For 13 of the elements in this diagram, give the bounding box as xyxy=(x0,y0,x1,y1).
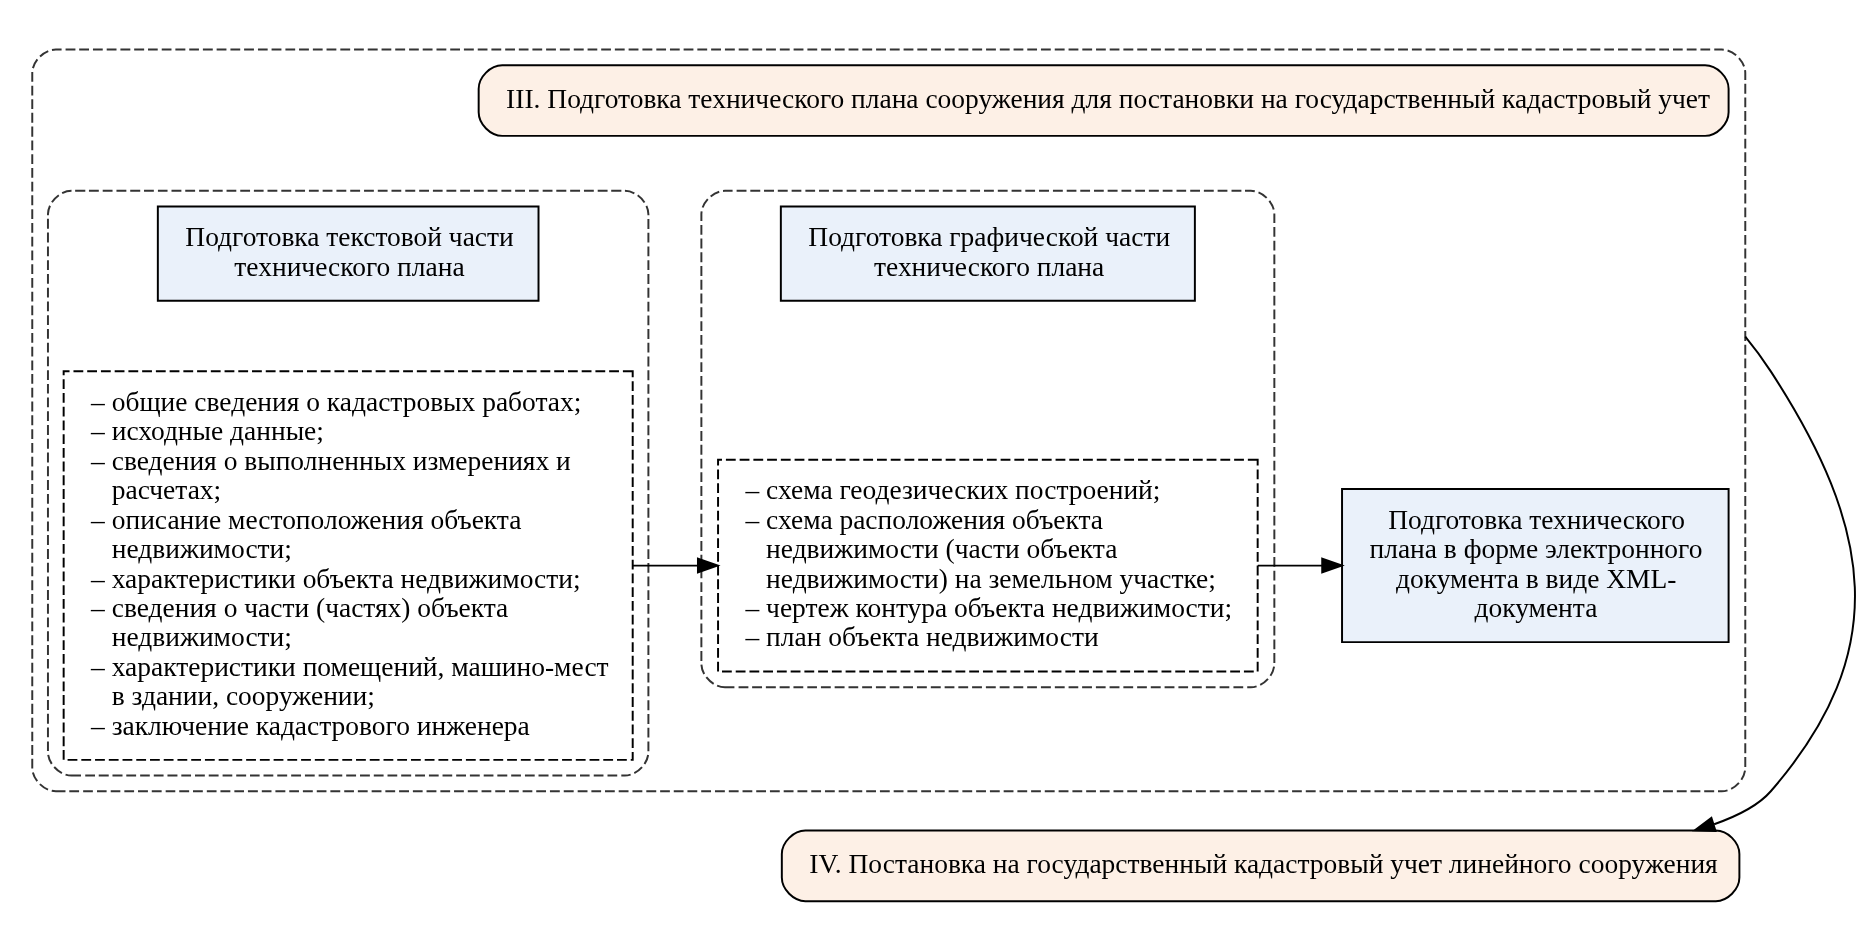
node-box: – схема геодезических построений; – схема расположения объекта недвижимости (части объекта недвижимости) на земельном участке; – чертеж контура объекта недвижимости; – план объекта недвижимости xyxy=(717,458,1259,673)
node-box: Подготовка графической части технического плана xyxy=(779,205,1196,302)
node-box: III. Подготовка технического плана сооружения для постановки на государственный кадастровый учет xyxy=(477,63,1730,137)
arrow xyxy=(1256,556,1345,574)
arrow xyxy=(632,556,721,574)
arrow xyxy=(1691,335,1856,832)
node-box: Подготовка текстовой части технического плана xyxy=(156,205,540,302)
cluster xyxy=(31,48,1747,792)
cluster xyxy=(47,189,650,777)
cluster xyxy=(700,189,1276,688)
node-box: – общие сведения о кадастровых работах; – исходные данные; – сведения о выполненных измерениях и расчетах; – описание местоположения объекта недвижимости; – характеристики объекта недвижимости; – сведения о части (частях) объекта недвижимости; – характеристики помещений, машино-мест в здании, сооружении; – заключение кадастрового инженера xyxy=(62,369,634,761)
node-box: Подготовка технического плана в форме электронного документа в виде XML-документа xyxy=(1341,487,1730,643)
node-box: IV. Постановка на государственный кадастровый учет линейного сооружения xyxy=(780,829,1741,902)
